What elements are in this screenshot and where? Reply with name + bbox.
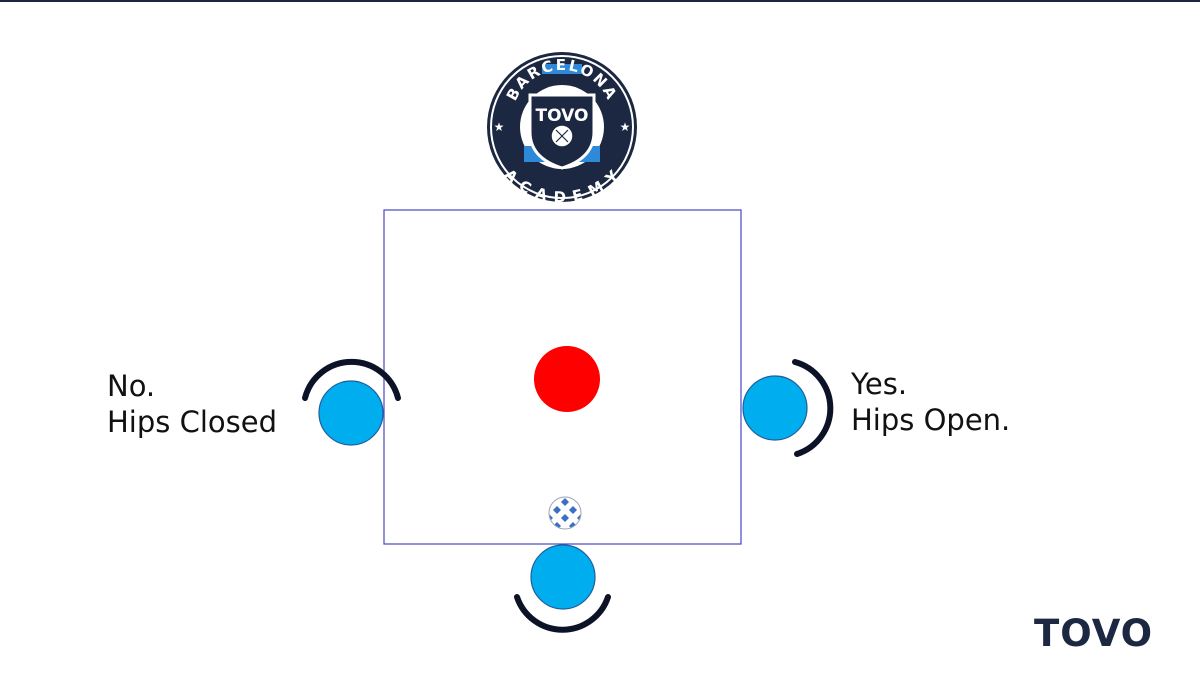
label-right-line2: Hips Open. <box>851 403 1011 437</box>
logo-star-right: ★ <box>620 120 631 134</box>
label-left-line1: No. <box>107 369 156 403</box>
hip-arc-right <box>792 359 834 457</box>
ball-icon <box>548 496 582 530</box>
hip-arc-bottom <box>514 594 611 633</box>
player-hips-open <box>742 359 834 457</box>
player-hips-closed <box>302 358 401 446</box>
player-left-marker <box>318 380 384 446</box>
logo-star-left: ★ <box>494 120 505 134</box>
player-right-marker <box>742 375 808 441</box>
brand-wordmark: TOVO <box>1034 612 1154 655</box>
academy-logo: ★ ★ BARCELONA ACADEMY TOVO <box>487 52 637 206</box>
opponent-marker <box>534 346 600 412</box>
label-right-line1: Yes. <box>851 367 908 401</box>
label-hips-open: Yes. Hips Open. <box>851 366 1010 438</box>
label-left-line2: Hips Closed <box>107 405 278 439</box>
player-bottom <box>514 544 611 633</box>
logo-top-band <box>542 64 582 74</box>
hip-arc-left <box>302 358 401 401</box>
logo-text-center: TOVO <box>536 106 589 126</box>
label-hips-closed: No. Hips Closed <box>107 368 277 440</box>
player-bottom-marker <box>530 544 596 610</box>
top-rule <box>0 0 1200 2</box>
